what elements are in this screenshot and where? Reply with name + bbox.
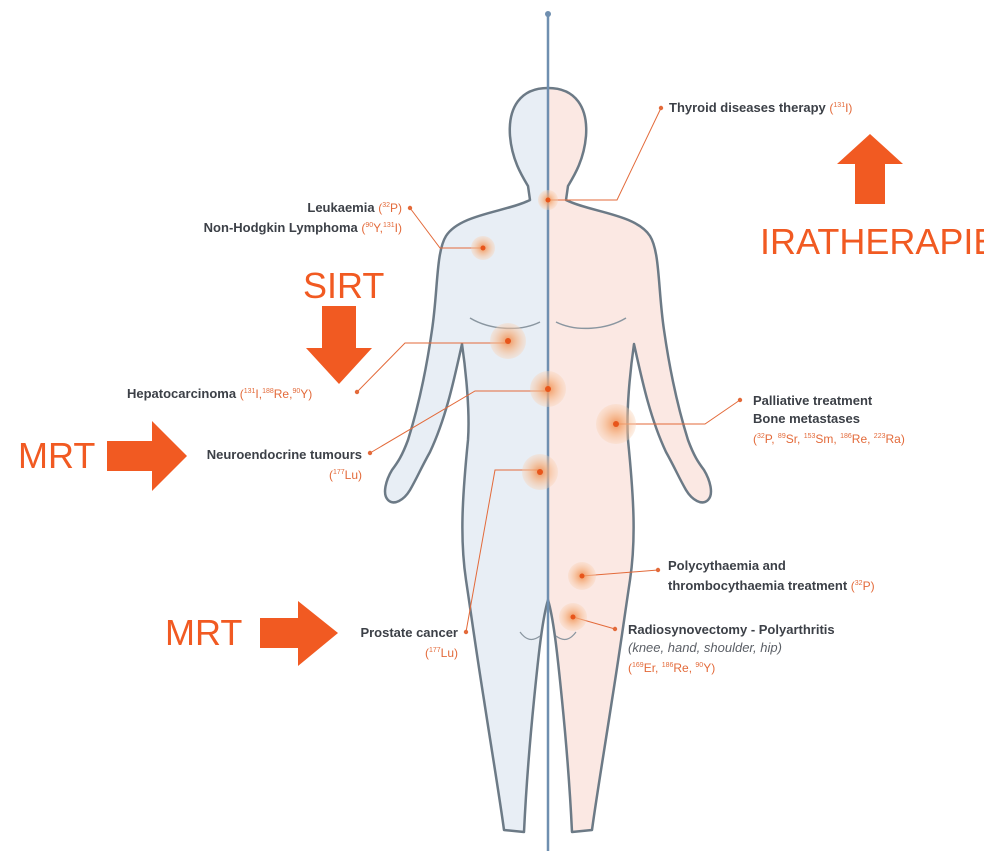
- spot-palliative: [596, 404, 636, 444]
- label-palliative: Palliative treatment Bone metastases (32…: [753, 392, 905, 448]
- label-radiosynovectomy: Radiosynovectomy - Polyarthritis (knee, …: [628, 621, 835, 677]
- arrow-down-sirt: [306, 306, 372, 384]
- label-thyroid: Thyroid diseases therapy (131I): [669, 97, 852, 117]
- arrow-right-mrt-top: [107, 421, 187, 491]
- label-hepatocarcinoma: Hepatocarcinoma (131I,188Re,90Y): [127, 383, 312, 403]
- arrow-up-iratherapie: [837, 134, 903, 204]
- arrow-right-mrt-bottom: [260, 601, 338, 666]
- annotation-iratherapie: IRATHERAPIE: [760, 222, 984, 262]
- label-neuroendocrine: Neuroendocrine tumours (177Lu): [180, 446, 362, 484]
- label-polycythaemia: Polycythaemia and thrombocythaemia treat…: [668, 557, 875, 595]
- spot-prostate: [522, 454, 558, 490]
- annotation-mrt-top: MRT: [18, 436, 95, 476]
- spot-leukaemia: [471, 236, 495, 260]
- spot-hepato: [490, 323, 526, 359]
- annotation-mrt-bottom: MRT: [165, 613, 242, 653]
- iso-thyroid: (131I): [829, 101, 852, 115]
- spot-polycyth: [568, 562, 596, 590]
- axis-top-dot: [545, 11, 551, 17]
- label-leukaemia: Leukaemia (32P) Non-Hodgkin Lymphoma (90…: [160, 197, 402, 237]
- annotation-sirt: SIRT: [303, 266, 384, 306]
- spot-neuro: [530, 371, 566, 407]
- label-prostate: Prostate cancer (177Lu): [334, 624, 458, 662]
- spot-knee: [559, 603, 587, 631]
- spot-thyroid: [538, 190, 558, 210]
